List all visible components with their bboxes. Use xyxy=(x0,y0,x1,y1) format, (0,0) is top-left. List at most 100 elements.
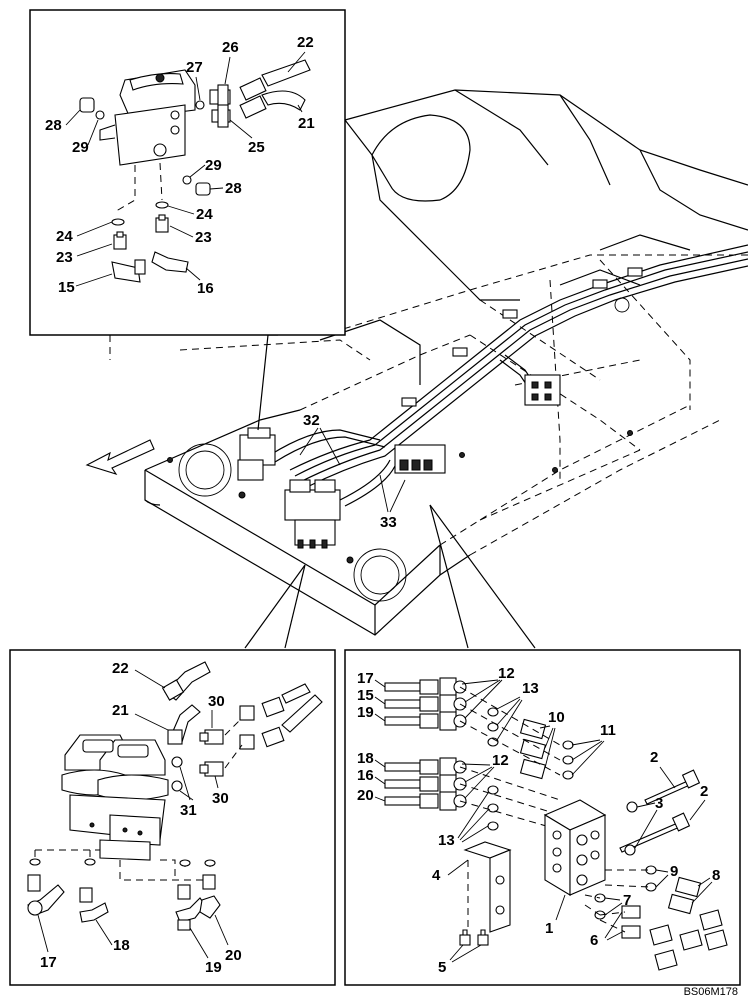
top-hose-21 xyxy=(239,90,306,119)
callout-top-27: 27 xyxy=(186,59,203,76)
callout-left-22: 22 xyxy=(112,660,129,677)
left-fitting-17 xyxy=(27,874,65,916)
left-fitting-19 xyxy=(175,884,206,931)
top-part-29a xyxy=(95,110,105,120)
callout-right-12a: 12 xyxy=(498,665,515,682)
callout-top-29b: 29 xyxy=(205,157,222,174)
top-part-27 xyxy=(195,100,205,110)
left-callouts: 22 30 21 31 30 17 18 19 20 xyxy=(37,660,242,976)
callout-right-8: 8 xyxy=(712,867,720,884)
callout-top-24b: 24 xyxy=(196,206,213,223)
left-fittings-30 xyxy=(199,729,224,777)
right-connectors-cluster xyxy=(649,909,728,971)
overview-brackets xyxy=(401,267,643,407)
callout-right-15: 15 xyxy=(357,687,374,704)
top-part-16 xyxy=(151,251,189,273)
top-part-28b xyxy=(195,182,211,196)
top-part-25 xyxy=(211,104,231,128)
overview-pilot-valve-left xyxy=(237,427,276,481)
callout-right-6: 6 xyxy=(590,932,598,949)
left-upper-hoses xyxy=(239,683,323,750)
left-orings-31 xyxy=(171,756,183,792)
callout-top-25: 25 xyxy=(248,139,265,156)
callout-top-22: 22 xyxy=(297,34,314,51)
right-bolts-5 xyxy=(459,929,489,946)
top-hose-22 xyxy=(239,59,311,101)
top-part-15 xyxy=(111,259,146,283)
left-pilot-valve-pair xyxy=(61,734,169,861)
callout-top-16: 16 xyxy=(197,280,214,297)
callout-top-29a: 29 xyxy=(72,139,89,156)
callout-top-15: 15 xyxy=(58,279,75,296)
callout-left-30b: 30 xyxy=(212,790,229,807)
top-part-24b xyxy=(155,201,169,209)
machine-frame-upper xyxy=(344,89,748,291)
overview-rear-connector-block xyxy=(524,374,561,406)
callout-right-17a: 17 xyxy=(357,670,374,687)
detail-right-window: 17 12 15 13 19 10 11 2 18 1 xyxy=(344,649,741,986)
callout-right-1: 1 xyxy=(545,920,553,937)
callout-right-3: 3 xyxy=(655,795,663,812)
overview-manifold-block xyxy=(394,444,446,474)
callout-right-12b: 12 xyxy=(492,752,509,769)
callout-left-20: 20 xyxy=(225,947,242,964)
callout-right-18: 18 xyxy=(357,750,374,767)
left-hose-21 xyxy=(167,704,201,745)
callout-left-18: 18 xyxy=(113,937,130,954)
right-hose-ends-lower xyxy=(384,757,467,811)
right-orings-11 xyxy=(562,740,574,780)
right-hose-ends-upper xyxy=(384,677,467,731)
callout-top-26: 26 xyxy=(222,39,239,56)
detail-left-window: 22 30 21 31 30 17 18 19 20 xyxy=(9,649,336,986)
front-direction-arrow xyxy=(85,439,155,475)
top-part-29b xyxy=(182,175,192,185)
left-ports xyxy=(29,858,216,867)
machine-floor-plate xyxy=(80,234,721,636)
callout-right-5: 5 xyxy=(438,959,446,976)
left-hose-22 xyxy=(161,661,211,701)
right-orings-13-lower xyxy=(487,785,499,831)
callout-right-13a: 13 xyxy=(522,680,539,697)
drawing-code: BS06M178 xyxy=(684,986,738,998)
right-callouts: 17 12 15 13 19 10 11 2 18 1 xyxy=(357,665,720,976)
callout-top-21: 21 xyxy=(298,115,315,132)
callout-right-10: 10 xyxy=(548,709,565,726)
callout-top-24a: 24 xyxy=(56,228,73,245)
top-callouts: 22 26 27 28 29 21 25 29 28 24 24 23 23 xyxy=(45,34,315,297)
callout-right-2a: 2 xyxy=(650,749,658,766)
callout-top-28a: 28 xyxy=(45,117,62,134)
callout-left-19: 19 xyxy=(205,959,222,976)
top-pilot-valve xyxy=(99,69,196,215)
left-fitting-18 xyxy=(79,887,109,923)
callout-left-31: 31 xyxy=(180,802,197,819)
callout-left-30a: 30 xyxy=(208,693,225,710)
callout-right-4: 4 xyxy=(432,867,441,884)
overview-pilot-valve-right xyxy=(284,479,341,549)
callout-right-9: 9 xyxy=(670,863,678,880)
callout-top-28b: 28 xyxy=(225,180,242,197)
top-part-28a xyxy=(79,97,95,113)
callout-right-13b: 13 xyxy=(438,832,455,849)
callout-right-20: 20 xyxy=(357,787,374,804)
callout-top-23b: 23 xyxy=(195,229,212,246)
callout-top-23a: 23 xyxy=(56,249,73,266)
callout-left-21: 21 xyxy=(112,702,129,719)
top-part-23a xyxy=(113,231,127,250)
right-fittings-10 xyxy=(519,718,547,780)
callout-right-2b: 2 xyxy=(700,783,708,800)
right-fittings-8 xyxy=(667,876,702,915)
callout-overview-1: 33 xyxy=(380,514,397,531)
right-bolts-2 xyxy=(619,769,701,853)
callout-overview-0: 32 xyxy=(303,412,320,429)
left-fitting-20 xyxy=(199,874,221,919)
callout-left-17: 17 xyxy=(40,954,57,971)
top-part-23b xyxy=(155,214,169,233)
callout-right-11: 11 xyxy=(600,722,616,739)
overview-callouts: 32 33 xyxy=(299,412,406,531)
right-manifold-block xyxy=(543,799,607,896)
right-bracket-4 xyxy=(463,841,512,933)
callout-right-16: 16 xyxy=(357,767,374,784)
detail-top-window: 22 26 27 28 29 21 25 29 28 24 24 23 23 xyxy=(29,9,346,336)
callout-right-7: 7 xyxy=(623,892,631,909)
